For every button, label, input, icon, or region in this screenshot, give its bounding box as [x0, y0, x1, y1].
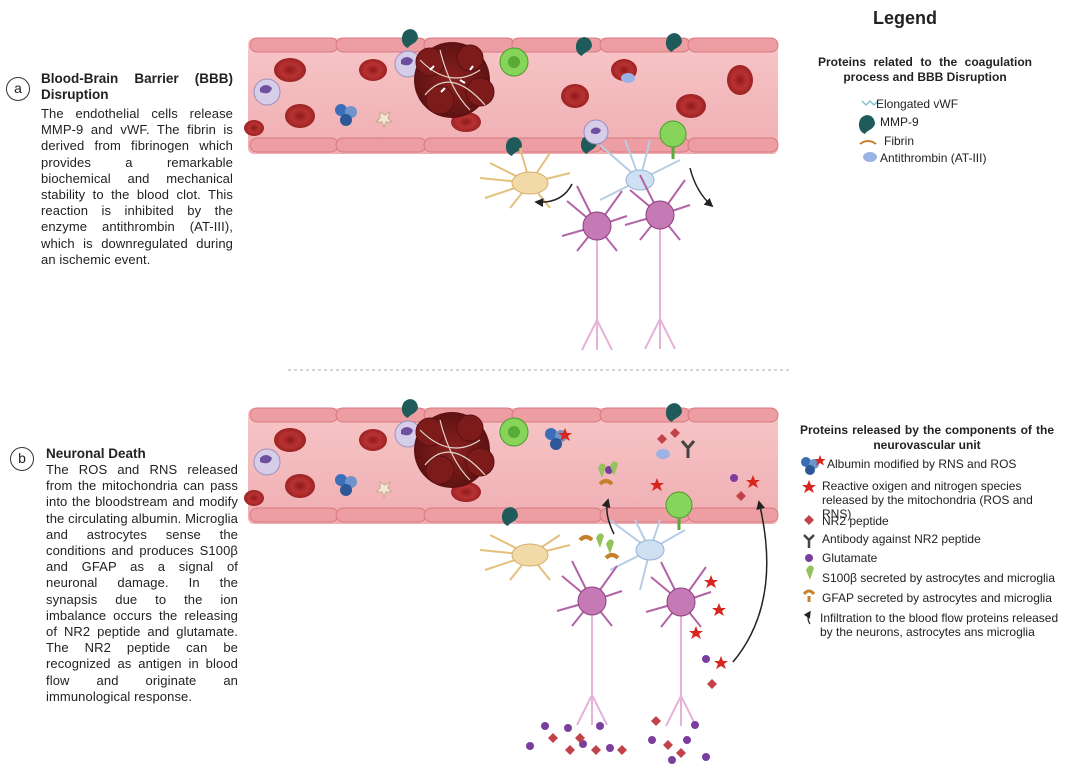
panel-b-heading: Neuronal Death: [46, 446, 146, 461]
rbc: [359, 59, 387, 81]
glutamate-b: [526, 655, 710, 764]
astrocyte-a-body: [511, 171, 549, 195]
leukocyte: [394, 50, 422, 78]
legend-item-infiltration: Infiltration to the blood flow proteins …: [820, 611, 1059, 639]
neuron-b2: [645, 561, 712, 727]
vessel-top: [244, 29, 779, 159]
gfap-icon: [802, 589, 816, 602]
astrocyte-blue-b-body: [635, 539, 665, 561]
neuron-b2-body: [666, 587, 696, 617]
legend-item-fibrin: Fibrin: [884, 134, 915, 148]
legend-icons: [801, 99, 879, 625]
legend-item-glutamate: Glutamate: [822, 551, 878, 565]
glutamate-icon: [805, 554, 813, 562]
neuron-a1: [561, 185, 628, 351]
astrocyte-a: [479, 147, 571, 209]
ros-star-icon: [802, 480, 816, 493]
legend-item-nr2: NR2 peptide: [822, 514, 889, 528]
s100b-b: [596, 533, 614, 554]
blood-clot: [414, 42, 495, 118]
legend-item-albumin: Albumin modified by RNS and ROS: [827, 457, 1017, 471]
vwf-icon: [861, 99, 879, 107]
albumin: [335, 104, 357, 126]
antibody-icon: [803, 534, 815, 548]
panel-b-body: The ROS and RNS released from the mitoch…: [46, 462, 238, 704]
leukocyte-on-wall: [583, 119, 609, 145]
antithrombin-icon: [863, 152, 877, 162]
nr2-diamond-icon: [804, 515, 814, 525]
rbc: [285, 104, 315, 128]
legend-section1-title: Proteins related to the coagulation proc…: [818, 55, 1032, 84]
leukocyte: [253, 78, 281, 106]
rbc: [274, 58, 306, 82]
legend-item-antithrombin: Antithrombin (AT-III): [880, 151, 987, 165]
microglia-on-wall: [659, 120, 687, 159]
arrow-a-left: [534, 183, 573, 208]
infiltration-arrow-icon: [803, 610, 811, 625]
astrocyte-blue-a: [599, 139, 681, 201]
platelet-star: [374, 110, 394, 129]
ros-stars-b: [689, 575, 728, 669]
panel-a-heading: Blood-Brain Barrier (BBB) Disruption: [41, 71, 233, 102]
neuron-a1-body: [582, 211, 612, 241]
neuron-b1-body: [577, 586, 607, 616]
arrow-b-long: [732, 500, 768, 663]
rbc: [676, 94, 706, 118]
s100b-icon: [806, 565, 814, 580]
rbc: [244, 120, 264, 136]
astrocyte-blue-a-body: [625, 169, 655, 191]
astrocyte-b: [479, 534, 571, 581]
legend-section2-title: Proteins released by the components of t…: [800, 423, 1054, 452]
neuron-a2-body: [645, 200, 675, 230]
legend-item-mmp9: MMP-9: [880, 115, 919, 129]
arrow-a-right: [689, 167, 714, 208]
legend-item-gfap: GFAP secreted by astrocytes and microgli…: [822, 591, 1052, 605]
red-blood-cells: [244, 58, 753, 136]
vessel-bottom: [244, 399, 779, 530]
legend-item-ros: Reactive oxigen and nitrogen species rel…: [822, 479, 1033, 521]
panel-b-label: b: [10, 447, 34, 471]
neuron-a2: [624, 174, 691, 350]
gfap-b: [578, 535, 620, 560]
panel-a-label: a: [6, 77, 30, 101]
astrocyte-b-body: [511, 543, 549, 567]
astrocyte-blue-b: [609, 519, 686, 591]
legend-title: Legend: [873, 8, 938, 28]
legend-item-s100b: S100β secreted by astrocytes and microgl…: [822, 571, 1056, 585]
antithrombin: [621, 73, 635, 83]
legend-item-vwf: Elongated vWF: [876, 97, 959, 111]
fibrin-icon: [859, 140, 877, 145]
nr2-b: [548, 679, 717, 758]
rbc: [561, 84, 589, 108]
legend-item-antibody: Antibody against NR2 peptide: [822, 532, 981, 546]
platelet-green: [499, 47, 529, 77]
albumin-icon: [801, 455, 826, 475]
rbc: [727, 65, 753, 95]
arrow-b-short: [601, 498, 615, 535]
panel-a-body: The endothelial cells release MMP-9 and …: [41, 106, 233, 267]
mmp9-icon: [858, 115, 875, 134]
neuron-b1: [556, 560, 623, 726]
mmp9-molecules: [401, 29, 682, 156]
